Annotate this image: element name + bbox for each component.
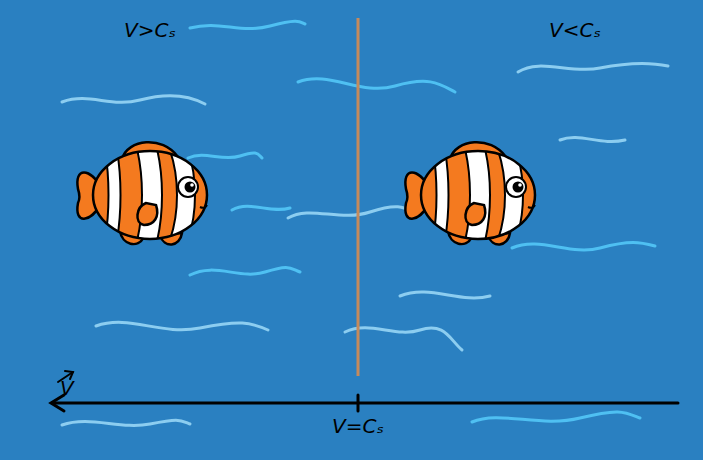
clownfish xyxy=(405,142,535,245)
water-waves xyxy=(62,21,668,425)
threshold-label: V=Cₛ xyxy=(332,416,384,436)
boundary-line xyxy=(357,18,360,376)
axis-label: V xyxy=(60,378,74,398)
clownfish xyxy=(77,142,207,245)
region-label: V>Cₛ xyxy=(124,20,176,40)
axis-tick xyxy=(357,395,360,411)
velocity-axis xyxy=(51,395,678,411)
region-label: V<Cₛ xyxy=(549,20,601,40)
